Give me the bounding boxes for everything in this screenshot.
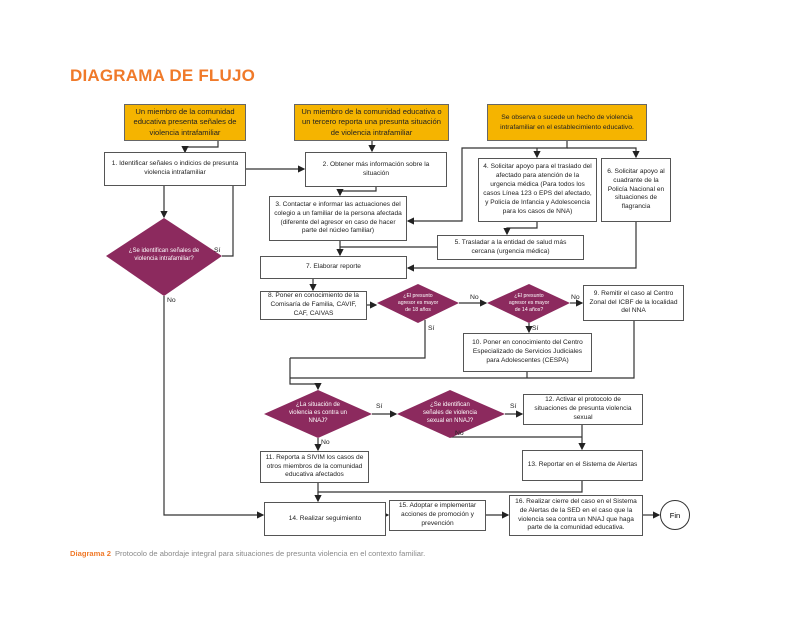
decision-c-text: ¿El presunto agresor es mayor de 14 años… (508, 293, 550, 313)
decision-b-text: ¿El presunto agresor es mayor de 18 años (397, 293, 439, 313)
edge-p6-p7 (406, 222, 637, 272)
decision-a-shape (106, 218, 222, 296)
step-12: 12. Activar el protocolo de situaciones … (523, 394, 643, 425)
label-yes-a: Sí (214, 247, 221, 254)
edge-p11-p14 (317, 481, 583, 493)
label-no-e: No (455, 430, 464, 437)
edge-merge-dD (290, 321, 635, 379)
step-6: 6. Solicitar apoyo al cuadrante de la Po… (601, 158, 671, 222)
decision-d-shape (264, 390, 372, 438)
label-yes-e: Sí (510, 403, 517, 410)
step-4: 4. Solicitar apoyo para el traslado del … (478, 158, 597, 222)
step-2: 2. Obtener más información sobre la situ… (305, 152, 447, 187)
edge-p2-p3 (336, 187, 377, 197)
step-3: 3. Contactar e informar las actuaciones … (269, 196, 407, 241)
label-no-b: No (470, 294, 479, 301)
edge-s3-split (406, 141, 568, 225)
step-5: 5. Trasladar a la entidad de salud más c… (437, 235, 584, 260)
label-no-a: No (167, 297, 176, 304)
page-title: DIAGRAMA DE FLUJO (70, 66, 256, 85)
decision-c-shape (487, 284, 570, 323)
step-9: 9. Remitir el caso al Centro Zonal del I… (583, 285, 684, 321)
label-yes-b: Sí (428, 325, 435, 332)
start-box-2: Un miembro de la comunidad educativa o u… (294, 104, 449, 141)
step-15: 15. Adoptar e implementar acciones de pr… (389, 500, 486, 531)
step-11: 11. Reporta a SIVIM los casos de otros m… (260, 451, 369, 483)
edge-dB-dD (290, 320, 426, 359)
decision-d-text: ¿La situación de violencia es contra un … (288, 402, 348, 424)
edge-dE-no (449, 432, 582, 438)
step-1: 1. Identificar señales o indicios de pre… (104, 152, 246, 186)
step-13: 13. Reportar en el Sistema de Alertas (522, 450, 643, 481)
step-8: 8. Poner en conocimiento de la Comisaría… (260, 291, 367, 320)
label-no-d: No (321, 439, 330, 446)
edge-to-dD (289, 358, 322, 391)
start-box-1: Un miembro de la comunidad educativa pre… (124, 104, 246, 141)
edge-dA-p14 (163, 296, 265, 519)
step-7: 7. Elaborar reporte (260, 256, 407, 279)
edge-dA-p2 (222, 165, 306, 257)
edge-s3-p6 (567, 147, 640, 159)
label-yes-d: Sí (376, 403, 383, 410)
step-14: 14. Realizar seguimiento (264, 502, 386, 536)
end-node: Fin (660, 500, 690, 530)
edge-p4-p5 (503, 222, 538, 236)
edge-s1-p1 (181, 141, 219, 154)
label-no-c: No (571, 294, 580, 301)
decision-a-text: ¿Se identifican señales de violencia int… (128, 248, 200, 262)
label-yes-c: Sí (532, 325, 539, 332)
decision-e-text: ¿Se identifican señales de violencia sex… (422, 402, 478, 424)
decision-e-shape (397, 390, 505, 438)
step-10: 10. Poner en conocimiento del Centro Esp… (463, 333, 592, 372)
step-16: 16. Realizar cierre del caso en el Siste… (509, 495, 643, 536)
decision-b-shape (377, 284, 459, 323)
start-box-3: Se observa o sucede un hecho de violenci… (487, 104, 647, 141)
caption-label: Diagrama 2 (70, 549, 111, 558)
caption-text: Protocolo de abordaje integral para situ… (114, 549, 426, 558)
